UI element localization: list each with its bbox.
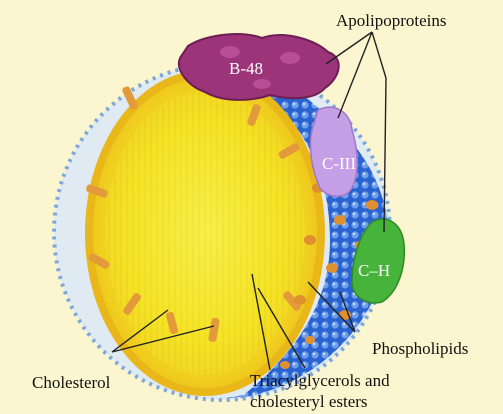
label-ch: C–H <box>358 262 390 281</box>
label-c3: C-III <box>322 155 356 174</box>
label-cholesteryl-esters: cholesteryl esters <box>250 393 368 412</box>
leader-apo-ch-a <box>372 32 386 78</box>
core-texture <box>105 91 305 375</box>
apolipoprotein-c3 <box>310 107 357 196</box>
label-phospholipids: Phospholipids <box>372 340 468 359</box>
label-b48: B-48 <box>229 60 263 79</box>
label-apolipoproteins: Apolipoproteins <box>336 12 447 31</box>
label-cholesterol: Cholesterol <box>32 374 110 393</box>
leader-apo-c3 <box>338 32 372 118</box>
label-triacylglycerols: Triacylglycerols and <box>250 372 390 391</box>
